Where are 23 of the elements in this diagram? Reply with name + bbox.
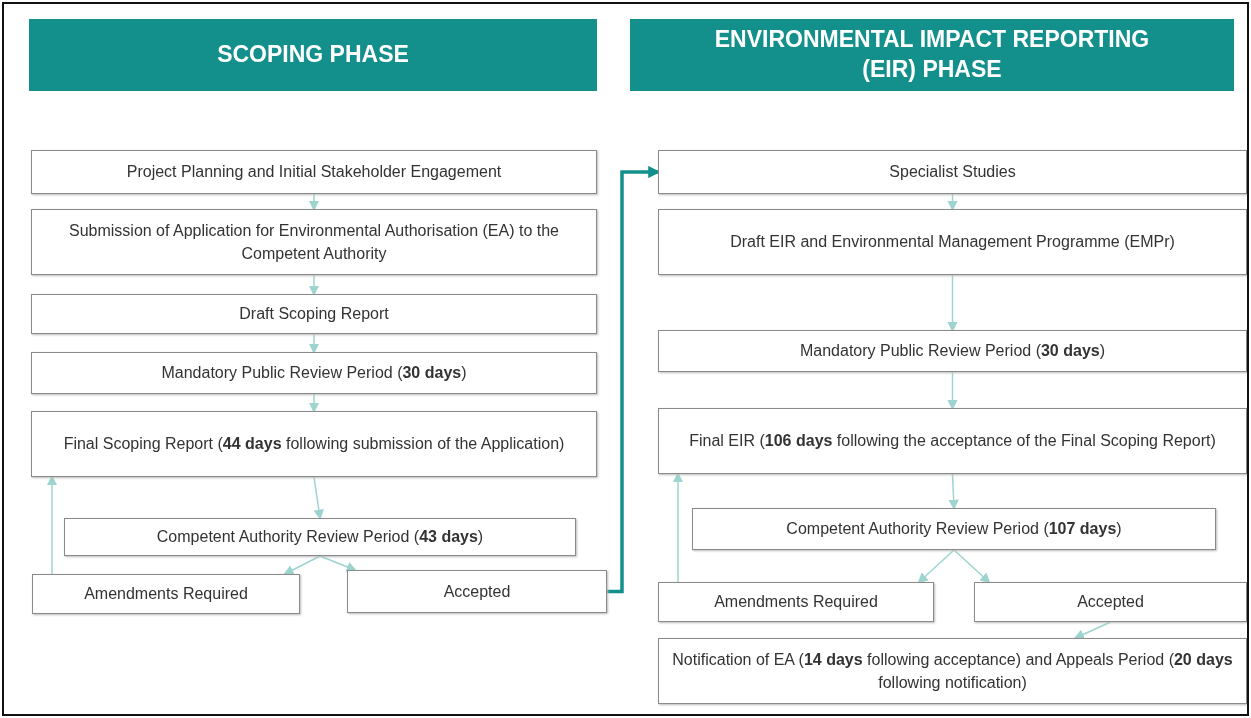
process-box: Final Scoping Report (44 days following submission of the Application)	[31, 411, 597, 477]
process-box: Competent Authority Review Period (43 days)	[64, 518, 576, 556]
process-box: Notification of EA (14 days following acceptance) and Appeals Period (20 days following notification)	[658, 638, 1247, 704]
process-box: Submission of Application for Environmental Authorisation (EA) to the Competent Authority	[31, 209, 597, 275]
process-box: Accepted	[347, 570, 607, 613]
process-box: Project Planning and Initial Stakeholder Engagement	[31, 150, 597, 194]
process-box: Mandatory Public Review Period (30 days)	[31, 352, 597, 394]
process-box: Specialist Studies	[658, 150, 1247, 194]
process-box: Draft Scoping Report	[31, 294, 597, 334]
phase-header: ENVIRONMENTAL IMPACT REPORTING (EIR) PHASE	[630, 19, 1234, 91]
process-box: Accepted	[974, 582, 1247, 622]
process-box: Final EIR (106 days following the acceptance of the Final Scoping Report)	[658, 408, 1247, 474]
process-box: Mandatory Public Review Period (30 days)	[658, 330, 1247, 372]
process-box: Draft EIR and Environmental Management Programme (EMPr)	[658, 209, 1247, 275]
process-box: Amendments Required	[658, 582, 934, 622]
arrow	[917, 549, 955, 584]
phase-header: SCOPING PHASE	[29, 19, 597, 91]
process-box: Competent Authority Review Period (107 days)	[692, 508, 1216, 550]
arrow	[953, 549, 991, 584]
arrow	[1073, 621, 1112, 640]
arrow	[319, 555, 357, 572]
process-box: Amendments Required	[32, 574, 300, 614]
arrow	[283, 555, 321, 575]
